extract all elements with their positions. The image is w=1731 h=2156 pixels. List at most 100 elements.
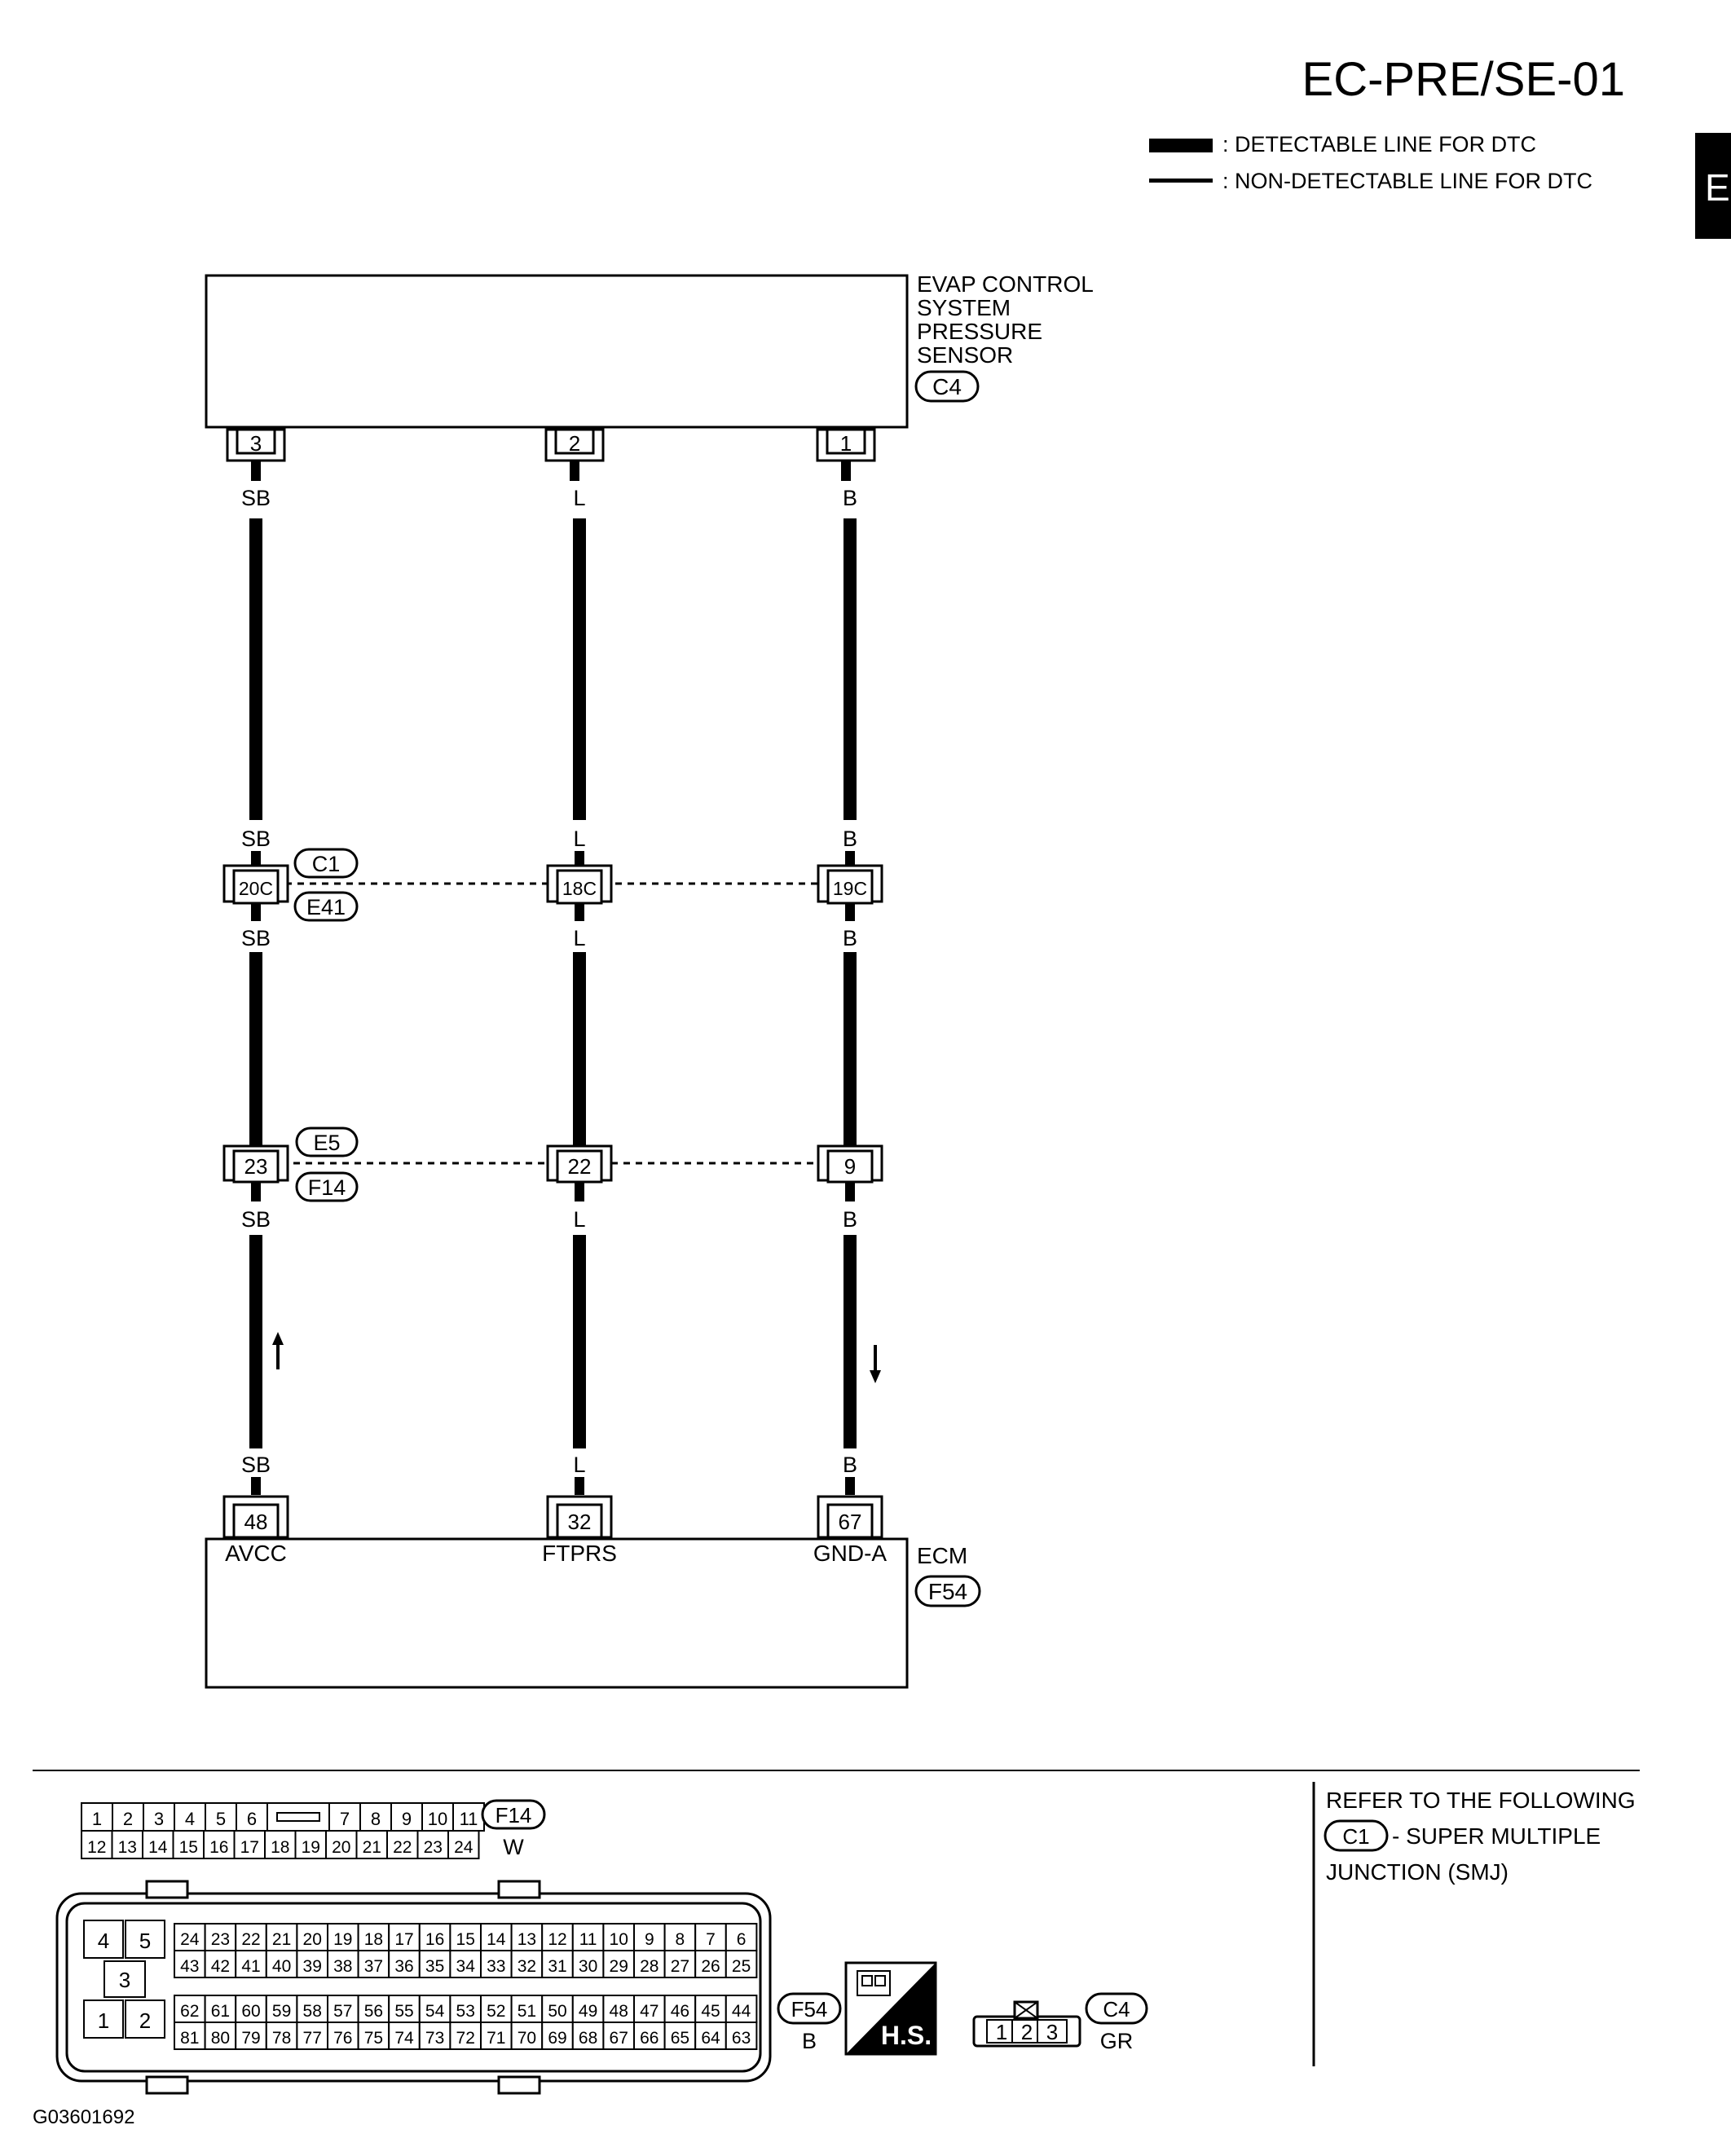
legend-non-detectable: : NON-DETECTABLE LINE FOR DTC bbox=[1222, 169, 1592, 193]
pin-cell bbox=[265, 1923, 298, 1951]
pin-number: 63 bbox=[732, 2029, 751, 2048]
pin-number: 55 bbox=[394, 2002, 413, 2021]
diagram-code: EC-PRE/SE-01 bbox=[1302, 53, 1625, 106]
pin-number: 27 bbox=[671, 1957, 689, 1976]
pin-number: 38 bbox=[333, 1957, 352, 1976]
pin-cell bbox=[694, 2022, 727, 2050]
pin-number: 24 bbox=[454, 1838, 473, 1857]
pin-number: 19 bbox=[333, 1930, 352, 1949]
pin-cell bbox=[418, 2022, 451, 2050]
ecm-pin: 32 bbox=[568, 1510, 592, 1534]
pin-number: 17 bbox=[240, 1838, 259, 1857]
pin-number: 80 bbox=[211, 2029, 230, 2048]
f14-id: F14 bbox=[496, 1803, 532, 1828]
ecm-signal: GND-A bbox=[813, 1541, 888, 1566]
f54-inner-shell bbox=[65, 1902, 762, 2073]
pin-number: 49 bbox=[579, 2002, 597, 2021]
pin-cell bbox=[296, 1950, 328, 1978]
ecm-pin: 67 bbox=[839, 1510, 862, 1534]
refer-line-3: JUNCTION (SMJ) bbox=[1326, 1859, 1509, 1885]
refer-connector-id: C1 bbox=[1342, 1824, 1369, 1849]
pin-cell bbox=[480, 1950, 513, 1978]
wire-column-sb: 3 SB SB 20C SB 23 SB SB 48 AVCC bbox=[222, 428, 289, 1566]
refer-line-2: - SUPER MULTIPLE bbox=[1392, 1823, 1601, 1849]
pin-cell bbox=[204, 2022, 237, 2050]
pin-number: 23 bbox=[211, 1930, 230, 1949]
joint1-upper-badge bbox=[293, 848, 359, 879]
pin-number: 20 bbox=[303, 1930, 322, 1949]
arrow-up-icon bbox=[272, 1332, 284, 1345]
pin-number: 22 bbox=[393, 1838, 412, 1857]
pin-cell bbox=[725, 1950, 758, 1978]
joint1-lower-badge bbox=[293, 891, 359, 922]
sensor-connector-badge bbox=[914, 370, 980, 403]
pin-number: 5 bbox=[139, 1929, 151, 1953]
pin-cell bbox=[204, 1995, 237, 2023]
pin-cell bbox=[602, 1995, 636, 2023]
pin-number: 33 bbox=[487, 1957, 505, 1976]
pin-number: 8 bbox=[371, 1809, 381, 1829]
pin-number: 13 bbox=[118, 1838, 137, 1857]
pin-number: 64 bbox=[701, 2029, 720, 2048]
pin-number: 47 bbox=[640, 2002, 658, 2021]
pin-number: 3 bbox=[154, 1809, 164, 1829]
arrow-down-icon bbox=[870, 1370, 881, 1383]
pin-cell bbox=[203, 1830, 236, 1859]
pin-cell bbox=[725, 1923, 758, 1951]
pin-number: 40 bbox=[272, 1957, 291, 1976]
pin-number: 44 bbox=[732, 2002, 751, 2021]
c4-connector-face: 1 2 3 bbox=[972, 2000, 1081, 2048]
pin-number: 69 bbox=[548, 2029, 566, 2048]
pin-number: 81 bbox=[180, 2029, 199, 2048]
pin-number: 9 bbox=[645, 1930, 654, 1949]
sensor-label-line-1: EVAP CONTROL bbox=[917, 271, 1094, 297]
refer-line-1: REFER TO THE FOLLOWING bbox=[1326, 1788, 1636, 1813]
power-pin-cell bbox=[125, 1920, 165, 1959]
wire-color-label: L bbox=[573, 1453, 585, 1477]
pin-number: 3 bbox=[119, 1968, 130, 1992]
pin-number: 67 bbox=[610, 2029, 628, 2048]
pin-cell bbox=[325, 1830, 358, 1859]
pin-cell bbox=[111, 1830, 143, 1859]
pin-number: 25 bbox=[732, 1957, 751, 1976]
wire-color-label: SB bbox=[241, 926, 271, 950]
pin-number: 29 bbox=[610, 1957, 628, 1976]
wire-color-label: L bbox=[573, 926, 585, 950]
pin-number: 5 bbox=[216, 1809, 226, 1829]
pin-number: 35 bbox=[425, 1957, 444, 1976]
c4-pin: 2 bbox=[1021, 2020, 1033, 2044]
pin-number: 9 bbox=[402, 1809, 412, 1829]
pin-cell bbox=[204, 1923, 237, 1951]
pin-number: 19 bbox=[302, 1838, 320, 1857]
pin-number: 1 bbox=[98, 2008, 109, 2033]
f54-id: F54 bbox=[791, 1997, 828, 2022]
pin-number: 21 bbox=[363, 1838, 381, 1857]
f54-latch bbox=[145, 1880, 189, 1899]
ecm-box bbox=[205, 1537, 909, 1689]
sensor-label-line-2: SYSTEM bbox=[917, 295, 1011, 320]
pin-cell bbox=[449, 1950, 482, 1978]
pin-number: 12 bbox=[548, 1930, 566, 1949]
pin-cell bbox=[633, 2022, 666, 2050]
pin-cell bbox=[510, 2022, 544, 2050]
pin-number: 24 bbox=[180, 1930, 200, 1949]
pin-number: 45 bbox=[701, 2002, 720, 2021]
pin-cell bbox=[725, 1995, 758, 2023]
pin-cell bbox=[327, 1950, 359, 1978]
pin-number: 68 bbox=[579, 2029, 597, 2048]
pin-number: 11 bbox=[579, 1930, 597, 1949]
joint2-lower-id: F14 bbox=[308, 1175, 346, 1200]
pin-number: 6 bbox=[737, 1930, 747, 1949]
pin-number: 52 bbox=[487, 2002, 505, 2021]
pin-number: 8 bbox=[676, 1930, 685, 1949]
jc-pin: 22 bbox=[568, 1154, 592, 1179]
pin-number: 21 bbox=[272, 1930, 291, 1949]
c4-badge bbox=[1085, 1992, 1148, 2025]
sensor-pin: 3 bbox=[250, 431, 262, 456]
pin-number: 71 bbox=[487, 2029, 505, 2048]
pin-cell bbox=[264, 1830, 297, 1859]
pin-number: 23 bbox=[424, 1838, 443, 1857]
ecm-pin: 48 bbox=[244, 1510, 268, 1534]
pin-number: 12 bbox=[87, 1838, 106, 1857]
power-pin-cell bbox=[83, 1999, 124, 2039]
